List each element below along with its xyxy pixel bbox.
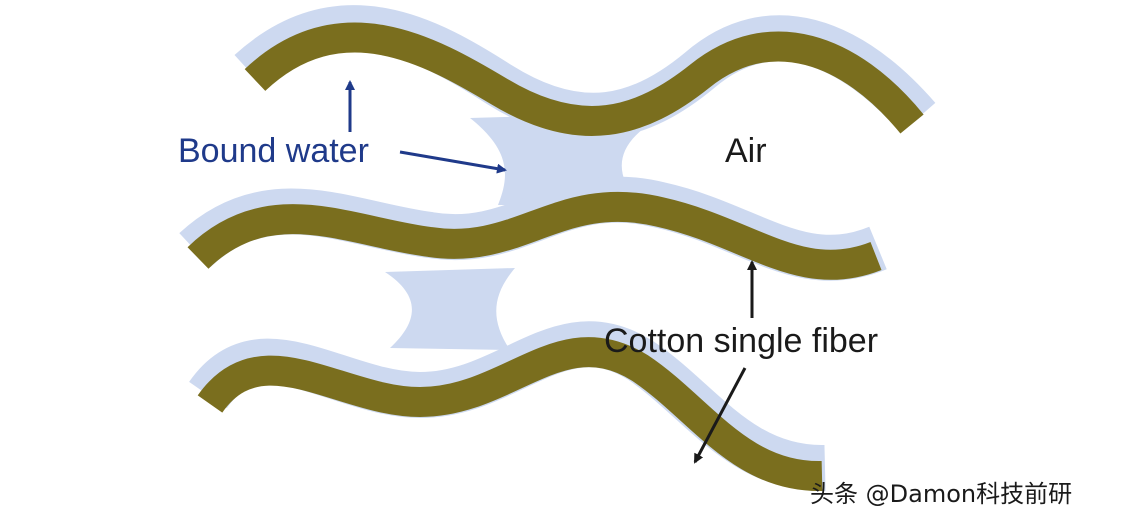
- cotton-fiber-top: [244, 22, 924, 136]
- watermark-text: 头条 @Damon科技前研: [810, 480, 1072, 508]
- cotton-fiber-bottom: [197, 337, 823, 492]
- water-bridge-lower: [385, 268, 515, 350]
- label-bound-water: Bound water: [178, 132, 369, 170]
- label-cotton-single-fiber: Cotton single fiber: [604, 322, 878, 360]
- arrow-bound-water-right: [399, 150, 507, 174]
- label-air: Air: [725, 132, 767, 170]
- cotton-fiber-middle: [187, 191, 882, 280]
- arrow-cotton-down: [693, 367, 747, 464]
